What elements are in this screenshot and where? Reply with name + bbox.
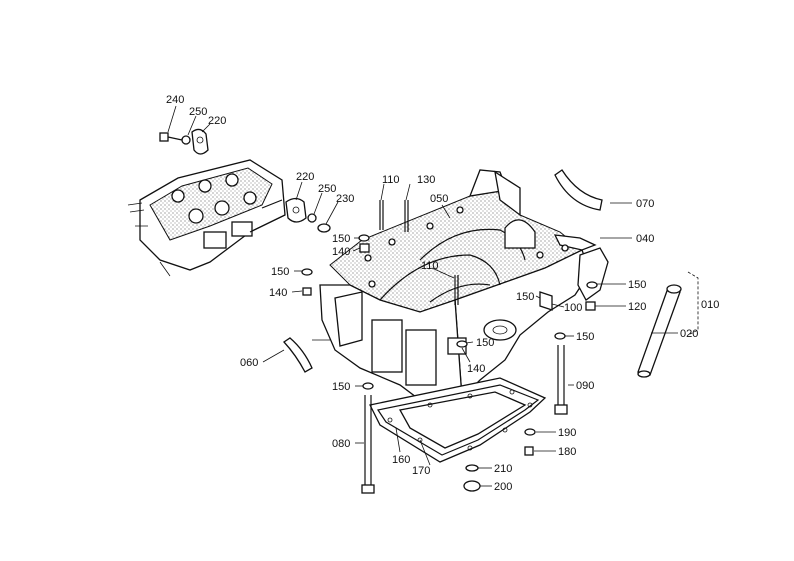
callout-110-upper: 110 bbox=[382, 174, 400, 186]
callout-230: 230 bbox=[336, 193, 354, 205]
callout-100: 100 bbox=[564, 302, 582, 314]
bracket-220 bbox=[191, 128, 209, 155]
callout-240: 240 bbox=[166, 94, 184, 106]
plug-100 bbox=[539, 291, 553, 311]
bearing-cap-060 bbox=[283, 337, 313, 373]
callout-150-c: 150 bbox=[628, 279, 646, 291]
callout-070: 070 bbox=[636, 198, 654, 210]
bolt-180 bbox=[524, 446, 534, 456]
leader-lines bbox=[167, 105, 699, 487]
callout-labels: 240 250 220 220 250 230 110 130 050 150 … bbox=[166, 94, 719, 493]
bearing-cap-070 bbox=[554, 169, 603, 211]
callout-090: 090 bbox=[576, 380, 594, 392]
callout-150-g: 150 bbox=[332, 381, 350, 393]
drain-plug-200 bbox=[463, 480, 481, 492]
callout-150-d: 150 bbox=[516, 291, 534, 303]
callout-150-a: 150 bbox=[332, 233, 350, 245]
callout-180: 180 bbox=[558, 446, 576, 458]
bolt-240 bbox=[159, 132, 183, 142]
bracket-220-lower bbox=[285, 197, 307, 223]
oil-pan bbox=[369, 377, 547, 463]
callout-110-lower: 110 bbox=[421, 260, 439, 272]
callout-060: 060 bbox=[240, 357, 258, 369]
callout-140-a: 140 bbox=[332, 246, 350, 258]
callout-080: 080 bbox=[332, 438, 350, 450]
callout-200: 200 bbox=[494, 481, 512, 493]
tube-020 bbox=[637, 284, 682, 378]
callout-050: 050 bbox=[430, 193, 448, 205]
callout-120: 120 bbox=[628, 301, 646, 313]
callout-170: 170 bbox=[412, 465, 430, 477]
washer-250-lower bbox=[307, 213, 317, 223]
callout-150-e: 150 bbox=[476, 337, 494, 349]
callout-150-b: 150 bbox=[271, 266, 289, 278]
callout-220-lower: 220 bbox=[296, 171, 314, 183]
callout-140-c: 140 bbox=[467, 363, 485, 375]
bolt-120 bbox=[585, 301, 596, 311]
callout-210: 210 bbox=[494, 463, 512, 475]
crankcase bbox=[319, 169, 609, 406]
callout-190: 190 bbox=[558, 427, 576, 439]
callout-010: 010 bbox=[701, 299, 719, 311]
callout-130: 130 bbox=[417, 174, 435, 186]
callout-160: 160 bbox=[392, 454, 410, 466]
callout-150-f: 150 bbox=[576, 331, 594, 343]
washer-250 bbox=[181, 135, 191, 145]
callout-250-lower: 250 bbox=[318, 183, 336, 195]
callout-020: 020 bbox=[680, 328, 698, 340]
callout-040: 040 bbox=[636, 233, 654, 245]
callout-140-b: 140 bbox=[269, 287, 287, 299]
washer-210 bbox=[465, 464, 479, 472]
washer-190 bbox=[524, 428, 536, 436]
plug-230 bbox=[317, 223, 331, 233]
callout-220-upper: 220 bbox=[208, 115, 226, 127]
callout-250-upper: 250 bbox=[189, 106, 207, 118]
cylinder-head-fragment bbox=[127, 159, 286, 277]
